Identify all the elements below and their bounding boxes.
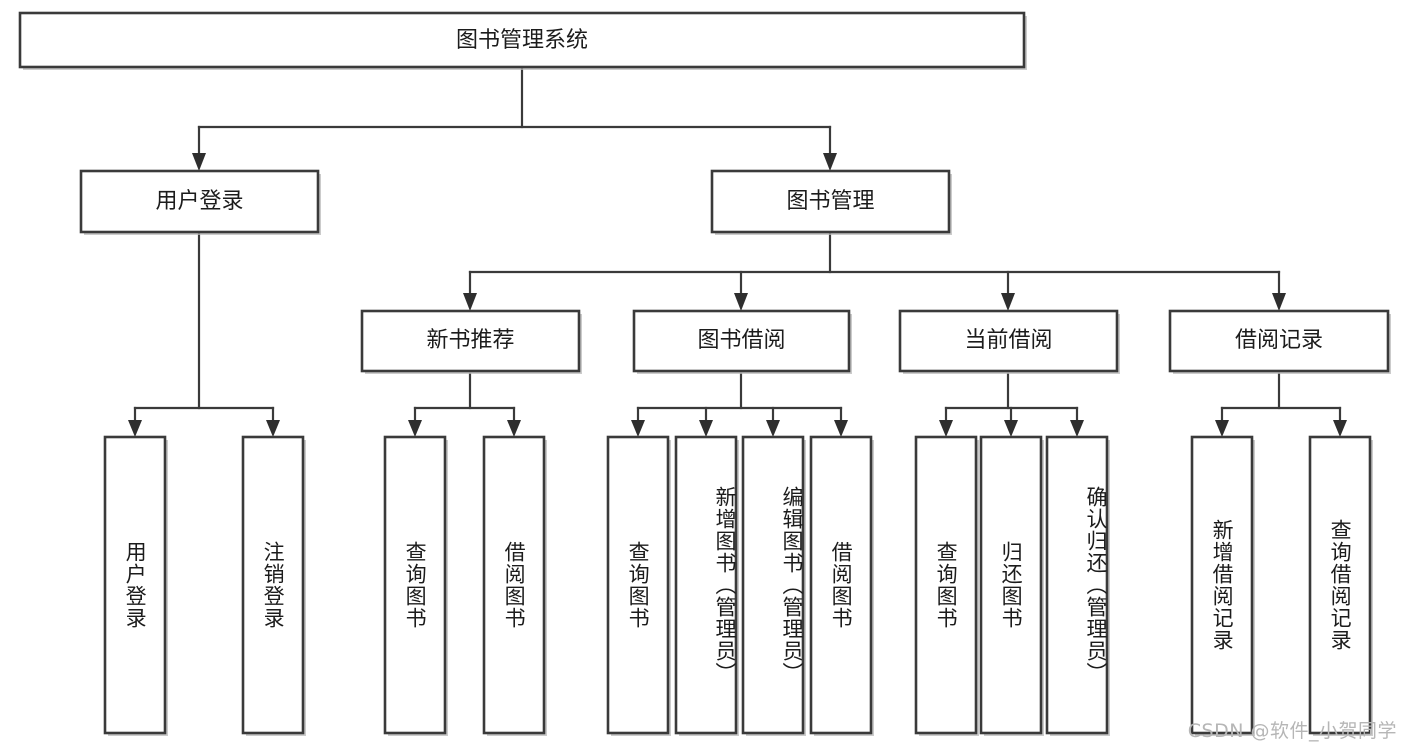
arrow-bb-leaf-1 bbox=[631, 420, 645, 437]
node-leaf-logout-login[interactable] bbox=[241, 435, 306, 736]
arrow-bb-leaf-2 bbox=[699, 420, 713, 437]
arrow-cb-leaf-2 bbox=[1004, 420, 1018, 437]
node-book-borrow[interactable]: 图书借阅 bbox=[632, 309, 852, 374]
node-leaf-query-book-2[interactable] bbox=[606, 435, 671, 736]
arrow-bb-leaf-3 bbox=[766, 420, 780, 437]
node-new-book-rec[interactable]: 新书推荐 bbox=[360, 309, 582, 374]
connector-group-root bbox=[192, 65, 837, 171]
arrow-bb-leaf-4 bbox=[834, 420, 848, 437]
node-leaf-add-book[interactable] bbox=[674, 435, 739, 736]
arrow-bm-to-book-borrow bbox=[734, 293, 748, 311]
node-leaf-borrow-book-1[interactable] bbox=[482, 435, 547, 736]
node-current-borrow[interactable]: 当前借阅 bbox=[898, 309, 1120, 374]
node-book-manage[interactable]: 图书管理 bbox=[710, 169, 952, 235]
node-leaf-query-book-1[interactable] bbox=[383, 435, 448, 736]
arrow-cb-leaf-3 bbox=[1070, 420, 1084, 437]
node-book-manage-label: 图书管理 bbox=[786, 189, 874, 214]
node-leaf-user-login[interactable] bbox=[103, 435, 168, 736]
arrow-cb-leaf-1 bbox=[939, 420, 953, 437]
arrow-bm-to-current-borrow bbox=[1001, 293, 1015, 311]
node-book-borrow-label: 图书借阅 bbox=[697, 328, 785, 353]
arrow-bm-to-borrow-record bbox=[1272, 293, 1286, 311]
arrow-root-to-book-manage bbox=[823, 153, 837, 171]
node-leaf-query-record[interactable] bbox=[1308, 435, 1373, 736]
arrow-nbr-leaf-2 bbox=[507, 420, 521, 437]
node-leaf-confirm-return[interactable] bbox=[1045, 435, 1110, 736]
connector-group-current-borrow bbox=[939, 372, 1084, 437]
node-root-label: 图书管理系统 bbox=[456, 28, 588, 53]
connector-group-book-borrow bbox=[631, 372, 848, 437]
node-user-login[interactable]: 用户登录 bbox=[79, 169, 321, 235]
node-borrow-record-label: 借阅记录 bbox=[1235, 328, 1323, 353]
node-leaf-add-record[interactable] bbox=[1190, 435, 1255, 736]
arrow-bm-to-new-book-rec bbox=[463, 293, 477, 311]
connector-group-user-login bbox=[128, 230, 280, 437]
connector-group-new-book-rec bbox=[408, 372, 521, 437]
node-leaf-return-book[interactable] bbox=[979, 435, 1044, 736]
node-user-login-label: 用户登录 bbox=[155, 189, 243, 214]
node-borrow-record[interactable]: 借阅记录 bbox=[1168, 309, 1391, 374]
arrow-br-leaf-2 bbox=[1333, 420, 1347, 437]
arrow-user-login-leaf-1 bbox=[128, 420, 142, 437]
arrow-root-to-user-login bbox=[192, 153, 206, 171]
node-current-borrow-label: 当前借阅 bbox=[964, 328, 1052, 353]
connector-group-borrow-record bbox=[1215, 372, 1347, 437]
node-root[interactable]: 图书管理系统 bbox=[18, 11, 1027, 70]
connector-group-book-manage bbox=[463, 230, 1286, 311]
node-new-book-rec-label: 新书推荐 bbox=[426, 328, 514, 353]
node-leaf-borrow-book-2[interactable] bbox=[809, 435, 874, 736]
watermark: CSDN @软件_小贺同学 bbox=[1187, 720, 1397, 742]
node-leaf-edit-book[interactable] bbox=[741, 435, 806, 736]
arrow-user-login-leaf-2 bbox=[266, 420, 280, 437]
arrow-nbr-leaf-1 bbox=[408, 420, 422, 437]
arrow-br-leaf-1 bbox=[1215, 420, 1229, 437]
node-leaf-query-book-3[interactable] bbox=[914, 435, 979, 736]
